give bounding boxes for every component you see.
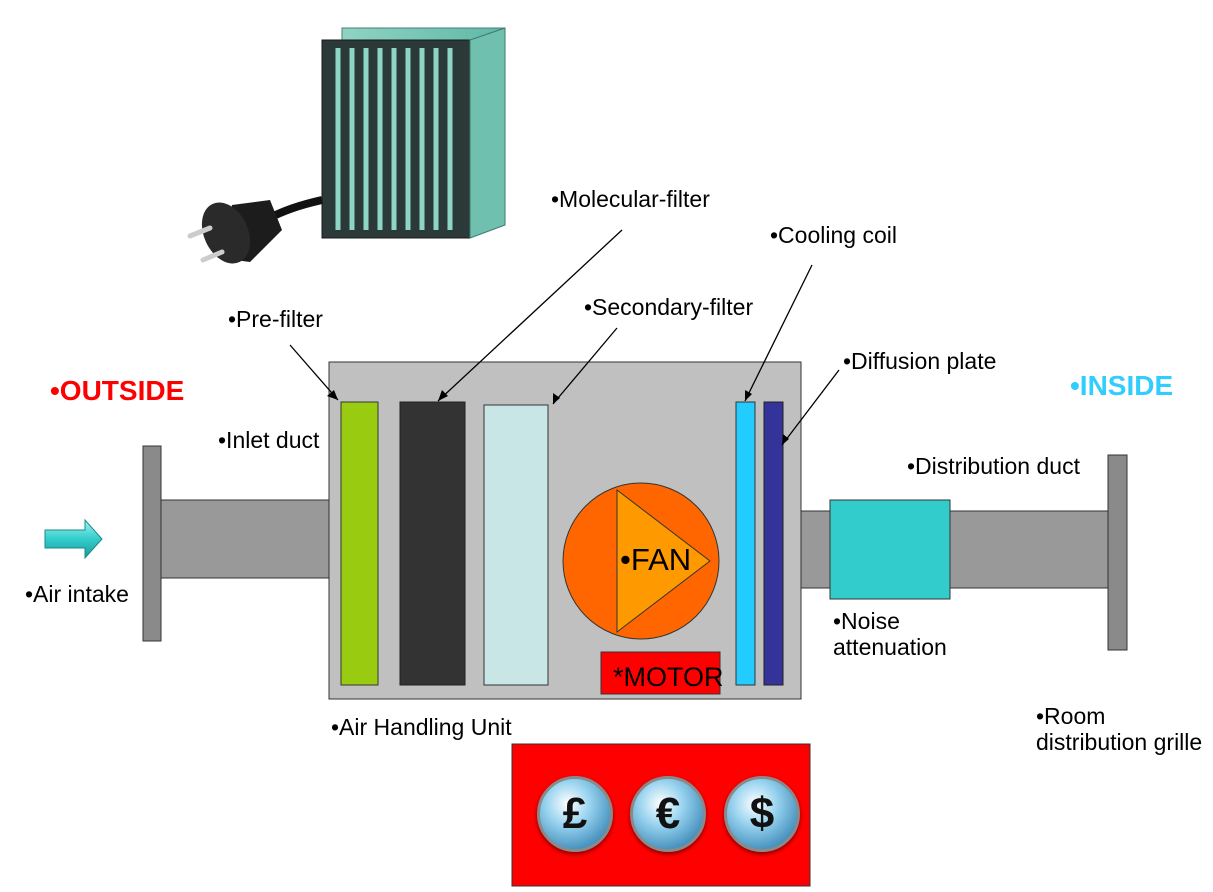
fan-label: •FAN bbox=[620, 542, 692, 577]
distribution-duct-short bbox=[800, 510, 832, 589]
pound-symbol: £ bbox=[562, 789, 588, 838]
air-intake-label: •Air intake bbox=[25, 581, 129, 607]
pre-filter-label: •Pre-filter bbox=[228, 306, 323, 332]
inlet-duct-label: •Inlet duct bbox=[218, 427, 320, 453]
inside-label: •INSIDE bbox=[1070, 370, 1174, 401]
motor-label: *MOTOR bbox=[613, 662, 724, 692]
euro-coin-icon: € bbox=[630, 776, 706, 852]
fan-triangle bbox=[616, 488, 711, 634]
molecular-filter bbox=[399, 401, 466, 686]
distribution-duct bbox=[949, 510, 1109, 589]
diffusion-plate-label: •Diffusion plate bbox=[843, 348, 997, 374]
noise-attenuator bbox=[829, 499, 951, 600]
inlet-flange bbox=[142, 445, 162, 642]
noise-attenuation-label: •Noise attenuation bbox=[833, 608, 947, 660]
distribution-duct-label: •Distribution duct bbox=[907, 453, 1080, 479]
motor-box bbox=[600, 651, 721, 695]
room-grille-label: •Room distribution grille bbox=[1036, 703, 1203, 755]
dollar-coin-icon: $ bbox=[724, 776, 800, 852]
inlet-duct bbox=[160, 499, 330, 579]
molecular-filter-label: •Molecular-filter bbox=[551, 186, 710, 212]
room-grille-flange bbox=[1107, 454, 1128, 651]
dollar-symbol: $ bbox=[749, 789, 775, 838]
diffusion-plate bbox=[763, 401, 784, 686]
secondary-filter bbox=[483, 404, 549, 686]
pocket-filter-with-plug-icon bbox=[187, 27, 506, 264]
euro-symbol: € bbox=[655, 789, 681, 838]
pre-filter bbox=[340, 401, 379, 686]
cooling-coil bbox=[735, 401, 756, 686]
secondary-filter-label: •Secondary-filter bbox=[584, 294, 754, 320]
cooling-coil-label: •Cooling coil bbox=[770, 222, 897, 248]
air-handling-unit-label: •Air Handling Unit bbox=[331, 714, 512, 740]
pound-coin-icon: £ bbox=[537, 776, 613, 852]
outside-label: •OUTSIDE bbox=[50, 375, 185, 406]
right-arrow-icon bbox=[44, 518, 103, 560]
